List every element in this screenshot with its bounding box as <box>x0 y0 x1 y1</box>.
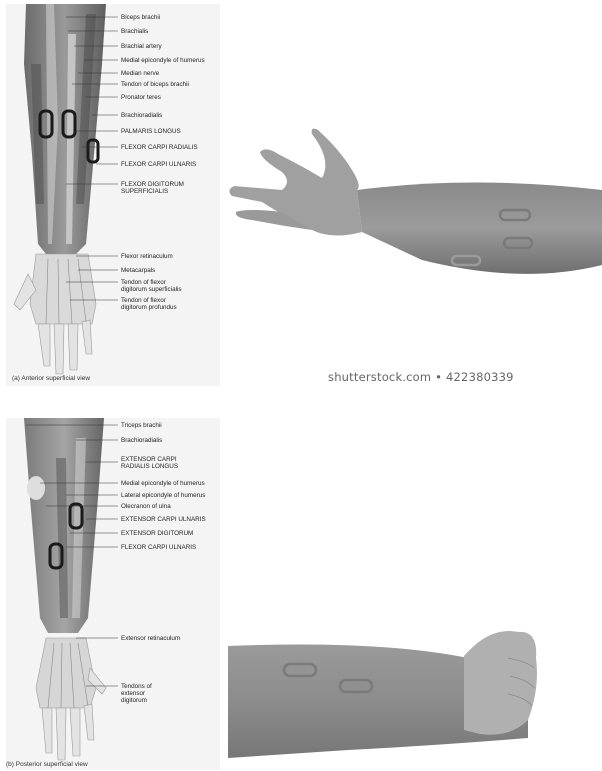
label-brachioradialis: Brachioradialis <box>121 112 162 119</box>
label-flexor-digitorum-superficialis: FLEXOR DIGITORUM SUPERFICIALIS <box>121 181 206 195</box>
label-brachioradialis-posterior: Brachioradialis <box>121 437 162 444</box>
caption-anterior: (a) Anterior superficial view <box>12 375 90 382</box>
arm-photo-posterior <box>228 618 602 770</box>
posterior-forearm-illustration <box>6 418 220 770</box>
label-medial-epicondyle-posterior: Medial epicondyle of humerus <box>121 480 205 487</box>
label-extensor-carpi-ulnaris: EXTENSOR CARPI ULNARIS <box>121 516 206 523</box>
anterior-anatomy-panel: Biceps brachii Brachialis Brachial arter… <box>6 4 220 386</box>
label-flexor-carpi-ulnaris-posterior: FLEXOR CARPI ULNARIS <box>121 544 196 551</box>
label-extensor-retinaculum: Extensor retinaculum <box>121 635 180 642</box>
label-tendons-extensor-digitorum: Tendons of extensor digitorum <box>121 683 166 704</box>
label-median-nerve: Median nerve <box>121 70 159 77</box>
posterior-arm-photo <box>228 618 602 770</box>
label-triceps-brachii: Triceps brachii <box>121 422 162 429</box>
label-tendon-biceps: Tendon of biceps brachii <box>121 81 189 88</box>
label-palmaris-longus: PALMARIS LONGUS <box>121 128 181 135</box>
label-brachial-artery: Brachial artery <box>121 43 162 50</box>
caption-posterior: (b) Posterior superficial view <box>6 761 88 768</box>
anterior-arm-photo <box>222 120 602 300</box>
arm-photo-anterior <box>222 120 602 300</box>
label-pronator-teres: Pronator teres <box>121 94 161 101</box>
label-extensor-carpi-radialis-longus: EXTENSOR CARPI RADIALIS LONGUS <box>121 456 206 470</box>
label-flexor-carpi-radialis: FLEXOR CARPI RADIALIS <box>121 144 198 151</box>
label-brachialis: Brachialis <box>121 28 148 35</box>
label-olecranon: Olecranon of ulna <box>121 503 171 510</box>
label-tendon-fdp: Tendon of flexor digitorum profundus <box>121 297 191 311</box>
label-extensor-digitorum: EXTENSOR DIGITORUM <box>121 530 193 537</box>
label-tendon-fds: Tendon of flexor digitorum superficialis <box>121 279 191 293</box>
label-biceps-brachii: Biceps brachii <box>121 14 160 21</box>
label-medial-epicondyle: Medial epicondyle of humerus <box>121 57 205 64</box>
label-lateral-epicondyle: Lateral epicondyle of humerus <box>121 492 205 499</box>
label-flexor-carpi-ulnaris: FLEXOR CARPI ULNARIS <box>121 161 196 168</box>
posterior-anatomy-panel: Triceps brachii Brachioradialis EXTENSOR… <box>6 418 220 770</box>
label-flexor-retinaculum: Flexor retinaculum <box>121 253 173 260</box>
watermark: shutterstock.com • 422380339 <box>328 370 514 384</box>
label-metacarpals: Metacarpals <box>121 267 155 274</box>
